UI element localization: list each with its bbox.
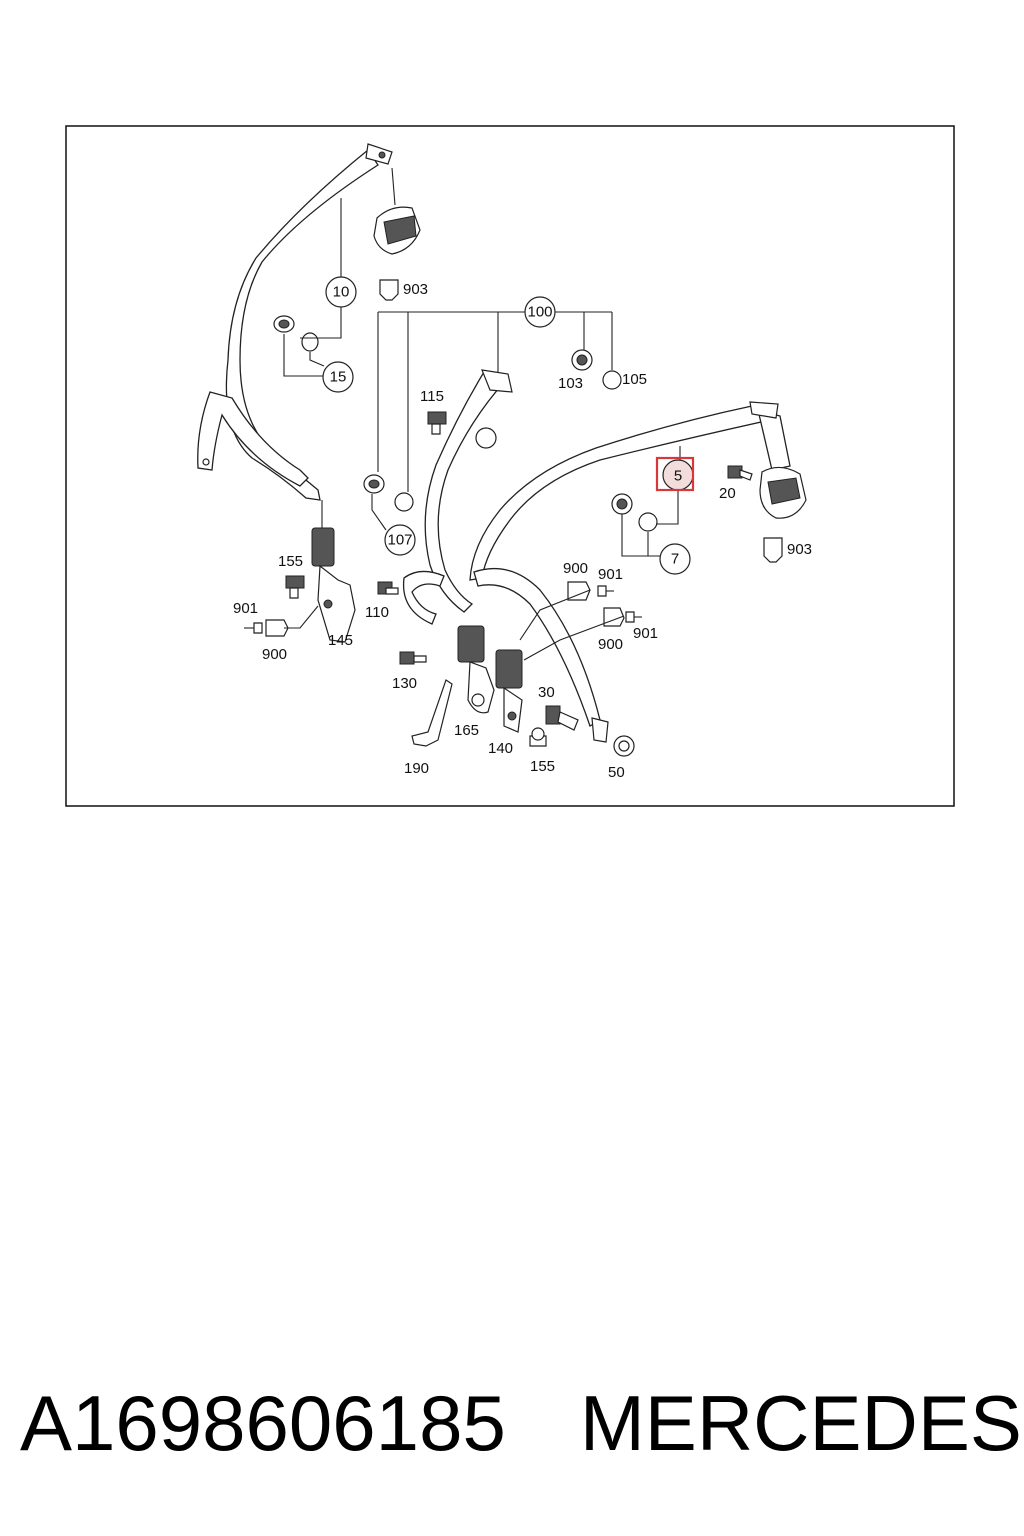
label-155-bottom: 155 bbox=[530, 758, 555, 775]
label-115: 115 bbox=[420, 388, 444, 405]
parts-diagram: 10 15 100 107 7 5 903 103 105 115 20 903… bbox=[65, 125, 955, 807]
label-165: 165 bbox=[454, 722, 479, 739]
label-145: 145 bbox=[328, 632, 353, 649]
callout-100[interactable]: 100 bbox=[524, 296, 556, 328]
callout-5-label: 5 bbox=[674, 468, 682, 485]
label-900-lower: 900 bbox=[598, 636, 623, 653]
callout-10-label: 10 bbox=[333, 284, 350, 301]
callout-5-highlighted[interactable]: 5 bbox=[655, 456, 695, 492]
callout-107-label: 107 bbox=[387, 532, 412, 549]
middle-seatbelt bbox=[402, 369, 513, 714]
right-seatbelt bbox=[469, 401, 807, 743]
label-20: 20 bbox=[719, 485, 736, 502]
label-30: 30 bbox=[538, 684, 555, 701]
bracket-190 bbox=[411, 679, 453, 747]
highlight-box bbox=[655, 456, 695, 492]
callout-7-label: 7 bbox=[671, 551, 679, 568]
label-190: 190 bbox=[404, 760, 429, 777]
callout-15-label: 15 bbox=[330, 369, 347, 386]
label-903-top: 903 bbox=[403, 281, 428, 298]
label-140: 140 bbox=[488, 740, 513, 757]
bolts bbox=[285, 411, 753, 757]
part-number: A1698606185 bbox=[20, 1378, 506, 1467]
label-155-left: 155 bbox=[278, 553, 303, 570]
footer-caption: A1698606185 MERCEDES bbox=[20, 1368, 1022, 1478]
label-50: 50 bbox=[608, 764, 625, 781]
label-900-upper: 900 bbox=[563, 560, 588, 577]
callout-15[interactable]: 15 bbox=[322, 361, 354, 393]
callout-7[interactable]: 7 bbox=[659, 543, 691, 575]
label-903-right: 903 bbox=[787, 541, 812, 558]
label-105: 105 bbox=[622, 371, 647, 388]
label-900-left: 900 bbox=[262, 646, 287, 663]
callout-10[interactable]: 10 bbox=[325, 276, 357, 308]
label-901-upper: 901 bbox=[598, 566, 623, 583]
label-901-lower: 901 bbox=[633, 625, 658, 642]
label-901-left: 901 bbox=[233, 600, 258, 617]
label-103: 103 bbox=[558, 375, 583, 392]
label-110: 110 bbox=[365, 604, 389, 621]
leader-lines bbox=[283, 198, 681, 661]
clips bbox=[244, 279, 783, 637]
left-seatbelt bbox=[197, 143, 421, 643]
brand-name: MERCEDES bbox=[579, 1378, 1022, 1467]
label-130: 130 bbox=[392, 675, 417, 692]
callout-100-label: 100 bbox=[527, 304, 552, 321]
callout-107[interactable]: 107 bbox=[384, 524, 416, 556]
